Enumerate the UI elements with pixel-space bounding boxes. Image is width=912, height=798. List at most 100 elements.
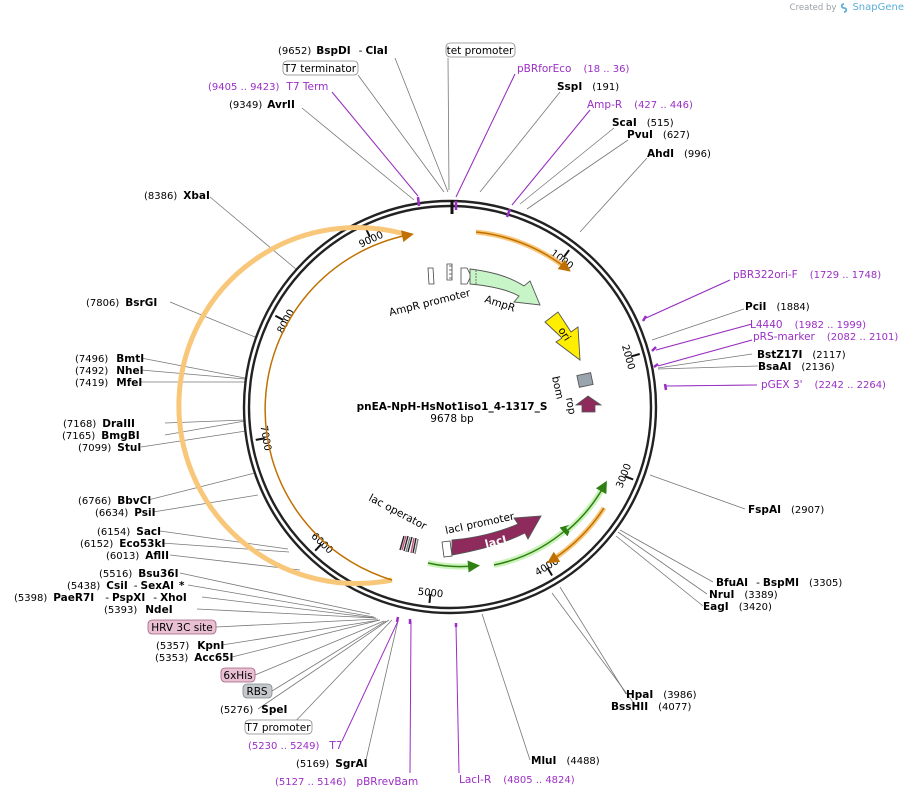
rop-feature-arrow bbox=[574, 395, 603, 413]
lac-operator-glyphs bbox=[399, 535, 419, 555]
label-sspi: SspI(191) bbox=[557, 81, 619, 93]
ampr-promoter-label: AmpR promoter bbox=[388, 287, 473, 319]
label-avrii: (9349)AvrII bbox=[229, 99, 295, 111]
tet-promoter-text: tet promoter bbox=[447, 45, 514, 57]
hrv3c-badge bbox=[147, 619, 217, 635]
label-saci: (6154)SacI bbox=[97, 526, 161, 538]
brand: Created by SnapGene bbox=[790, 2, 904, 13]
label-laci-r: LacI-R(4805 .. 4824) bbox=[459, 774, 575, 786]
t7-terminator-text: T7 terminator bbox=[283, 63, 357, 75]
label-sgrai: (5169)SgrAI bbox=[296, 758, 368, 770]
label-t7: (5230 .. 5249)T7 bbox=[248, 740, 343, 752]
tet-promoter-badge bbox=[445, 42, 516, 58]
green-arc-mid bbox=[493, 524, 573, 566]
rop-label: rop bbox=[563, 396, 578, 415]
tick-mark-1000 bbox=[562, 249, 570, 258]
label-pbr322ori-f: pBR322ori-F(1729 .. 1748) bbox=[733, 269, 881, 281]
label-bmgbi: (7165)BmgBI bbox=[62, 430, 140, 442]
green-arcs bbox=[427, 480, 607, 573]
label-eco53ki: (6152)Eco53kI bbox=[80, 538, 165, 550]
label-mfei: (7419)MfeI bbox=[75, 377, 142, 389]
label-bsshii: BssHII(4077) bbox=[611, 701, 691, 713]
orange-arcs bbox=[176, 225, 607, 586]
lac-operator-label: lac operator bbox=[367, 492, 429, 533]
tick-label-2000: 2000 bbox=[619, 344, 636, 371]
snapgene-logo-icon bbox=[841, 2, 848, 13]
tick-mark-4000 bbox=[546, 567, 553, 577]
label-bsrgi: (7806)BsrGI bbox=[86, 297, 157, 309]
label-pbrforeco: pBRforEco(18 .. 36) bbox=[517, 63, 630, 75]
laci-label: lacI bbox=[484, 533, 508, 551]
backbone-outer-ring bbox=[242, 199, 658, 615]
label-pvui: PvuI(627) bbox=[627, 129, 690, 141]
tick-mark-3000 bbox=[624, 475, 634, 481]
label-pbrrevbam: (5127 .. 5146)pBRrevBam bbox=[275, 776, 418, 788]
his6-text: 6xHis bbox=[223, 670, 252, 682]
label-bsu36i: (5516)Bsu36I bbox=[99, 568, 179, 580]
label-bspdi: (9652)BspDI-ClaI bbox=[278, 45, 388, 57]
his6-badge bbox=[220, 667, 256, 683]
laci-promoter-glyph bbox=[441, 540, 453, 558]
laci-feature-arrow bbox=[451, 515, 542, 556]
label-bstz17i: BstZ17I(2117) bbox=[757, 349, 846, 361]
label-scai: ScaI(515) bbox=[612, 117, 674, 129]
label-bmti: (7496)BmtI bbox=[75, 353, 144, 365]
ampr-promoter-glyphs bbox=[427, 263, 472, 285]
label-pcii: PciI(1884) bbox=[745, 301, 810, 313]
label-acc65i: (5353)Acc65I bbox=[155, 652, 233, 664]
label-nhei: (7492)NheI bbox=[75, 365, 144, 377]
label-spei: (5276)SpeI bbox=[220, 704, 287, 716]
label-prs-marker: pRS-marker(2082 .. 2101) bbox=[753, 331, 898, 343]
label-stui: (7099)StuI bbox=[78, 442, 141, 454]
tick-label-5000: 5000 bbox=[417, 587, 443, 601]
label-ahdi: AhdI(996) bbox=[647, 148, 711, 160]
green-arc-small bbox=[427, 560, 480, 573]
map-name: pnEA-NpH-HsNot1iso1_4-1317_S bbox=[357, 401, 548, 413]
primer-leader-lines bbox=[331, 73, 758, 774]
tick-mark-6000 bbox=[314, 543, 323, 552]
label-psii: (6634)PsiI bbox=[95, 507, 156, 519]
label-kpni: (5357)KpnI bbox=[156, 640, 224, 652]
label-l4440: L4440(1982 .. 1999) bbox=[750, 319, 866, 331]
rbs-badge bbox=[242, 683, 273, 699]
brand-created-by: Created by bbox=[789, 2, 837, 13]
label-mlui: MluI(4488) bbox=[531, 755, 600, 767]
label-amp-r: Amp-R(427 .. 446) bbox=[587, 99, 693, 111]
hrv3c-text: HRV 3C site bbox=[151, 622, 212, 634]
label-t7-term: (9405 .. 9423)T7 Term bbox=[208, 81, 328, 93]
tick-label-3000: 3000 bbox=[615, 462, 635, 490]
green-arc-right bbox=[567, 480, 607, 531]
t7-terminator-badge bbox=[282, 60, 359, 76]
tick-mark-2000 bbox=[630, 353, 641, 358]
brand-product: SnapGene bbox=[852, 2, 904, 13]
bom-label: bom bbox=[549, 375, 566, 400]
label-pgex3: pGEX 3'(2242 .. 2264) bbox=[761, 379, 886, 391]
label-fspai: FspAI(2907) bbox=[748, 504, 824, 516]
ampr-label: AmpR bbox=[483, 293, 517, 314]
label-bsaai: BsaAI(2136) bbox=[758, 361, 835, 373]
tick-mark-7000 bbox=[255, 437, 265, 441]
label-draiii: (7168)DraIII bbox=[63, 418, 135, 430]
t7-promoter-text: T7 promoter bbox=[244, 722, 311, 734]
ampr-feature-arrow bbox=[469, 268, 541, 306]
label-bbvci: (6766)BbvCI bbox=[78, 495, 151, 507]
label-hpai: HpaI(3986) bbox=[626, 689, 697, 701]
t7-promoter-badge bbox=[244, 719, 313, 735]
label-bfuai: BfuAI-BspMI(3305) bbox=[716, 577, 842, 589]
tick-mark-5000 bbox=[428, 593, 432, 604]
bom-feature-box bbox=[576, 372, 594, 388]
label-aflii: (6013)AflII bbox=[106, 550, 169, 562]
label-nrui: NruI(3389) bbox=[709, 589, 778, 601]
tick-mark-8000 bbox=[274, 314, 284, 321]
ori-feature-arrow bbox=[544, 311, 581, 361]
primer-marks bbox=[395, 196, 668, 627]
label-paer7i: (5398)PaeR7I-PspXI-XhoI bbox=[14, 592, 187, 604]
backbone-inner-ring bbox=[247, 204, 653, 610]
label-eagi: EagI(3420) bbox=[703, 601, 772, 613]
rbs-text: RBS bbox=[247, 686, 268, 698]
label-xbai: (8386)XbaI bbox=[144, 190, 210, 202]
orange-arc-left bbox=[176, 225, 409, 586]
label-ndei: (5393)NdeI bbox=[104, 604, 173, 616]
